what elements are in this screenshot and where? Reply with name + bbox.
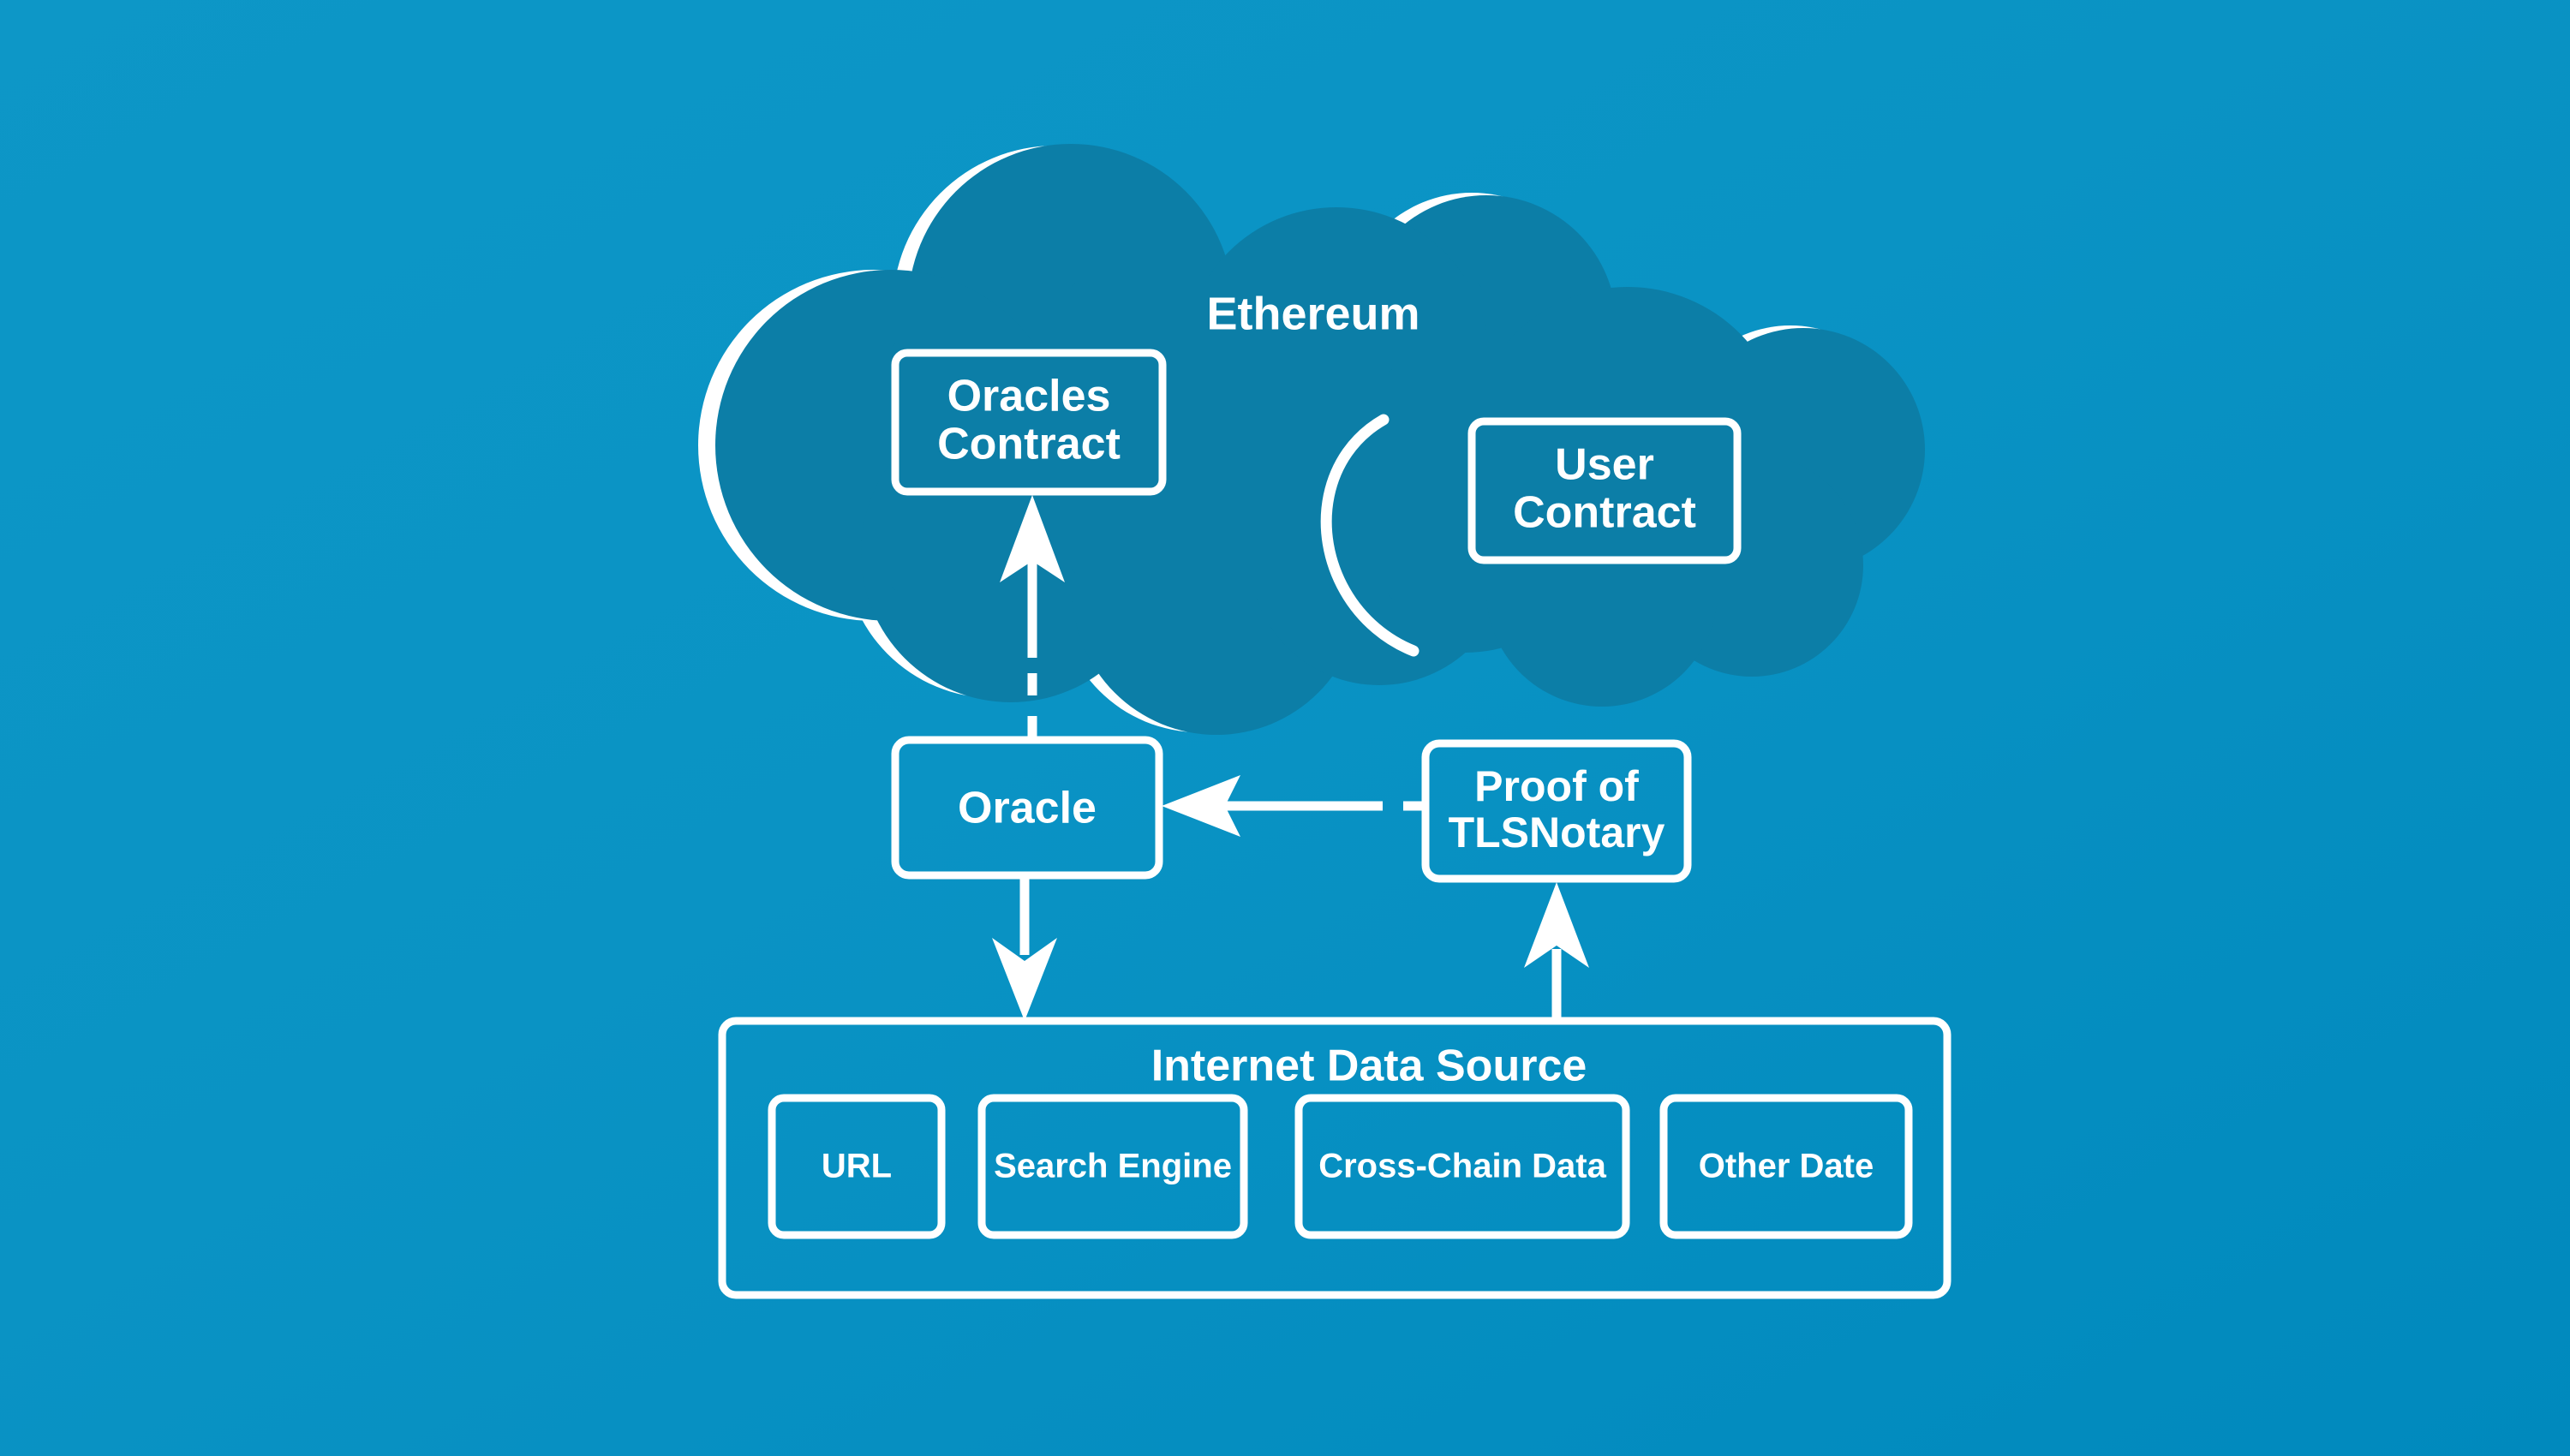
- chip-search-engine-label: Search Engine: [994, 1148, 1232, 1185]
- connector-tlsnotary-to-oracle: [1162, 775, 1425, 837]
- cloud-title: Ethereum: [1206, 288, 1419, 339]
- connector-oracle-to-datasource: [992, 875, 1057, 1021]
- connector-oracle-to-oracles-contract: [1000, 495, 1065, 738]
- oracle-label: Oracle: [958, 784, 1097, 833]
- chip-other-date[interactable]: Other Date: [1659, 1094, 1913, 1239]
- cloud-inner-divider-arc: [1320, 414, 1419, 657]
- chip-other-date-label: Other Date: [1699, 1148, 1874, 1185]
- user-contract-label-line2: Contract: [1513, 488, 1696, 538]
- tlsnotary-label-line2: TLSNotary: [1449, 809, 1665, 856]
- connector-datasource-to-tlsnotary: [1524, 882, 1589, 1019]
- arrowhead-up-tlsnotary: [1524, 882, 1589, 968]
- chip-cross-chain-data[interactable]: Cross-Chain Data: [1294, 1094, 1630, 1239]
- oracles-contract-label-line2: Contract: [937, 420, 1121, 469]
- chip-search-engine[interactable]: Search Engine: [977, 1094, 1248, 1239]
- node-oracles-contract[interactable]: Oracles Contract: [891, 349, 1167, 496]
- node-user-contract[interactable]: User Contract: [1467, 417, 1742, 564]
- panel-title: Internet Data Source: [1151, 1041, 1587, 1091]
- ethereum-cloud: Ethereum Oracles Contract User Contract: [698, 144, 1925, 735]
- internet-data-source-panel[interactable]: Internet Data Source URL Search Engine C…: [718, 1017, 1951, 1299]
- arrowhead-down-datasource: [992, 938, 1057, 1021]
- arrowhead-up-oracles-contract: [1000, 495, 1065, 582]
- chip-url-label: URL: [822, 1148, 892, 1185]
- chip-cross-chain-data-label: Cross-Chain Data: [1318, 1148, 1606, 1185]
- tlsnotary-label-line1: Proof of: [1474, 762, 1639, 810]
- cloud-body: [715, 144, 1925, 735]
- chip-url[interactable]: URL: [768, 1094, 946, 1239]
- arrowhead-left-oracle: [1162, 775, 1240, 837]
- oracles-contract-label-line1: Oracles: [947, 372, 1111, 421]
- node-proof-of-tlsnotary[interactable]: Proof of TLSNotary: [1421, 739, 1692, 883]
- user-contract-label-line1: User: [1555, 440, 1654, 490]
